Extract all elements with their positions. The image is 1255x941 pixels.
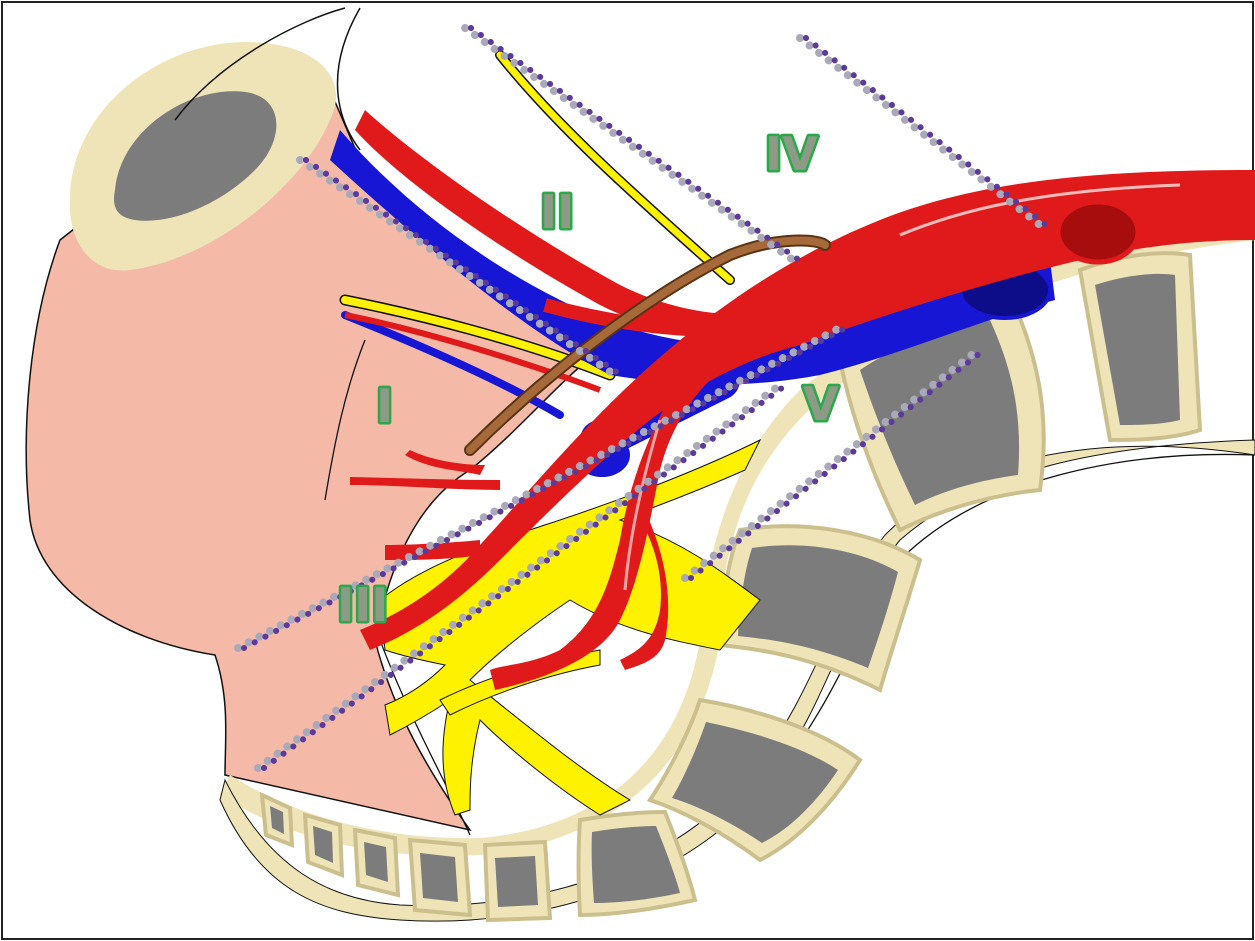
vertebra-7-core — [420, 853, 458, 902]
label-zone-3: III — [337, 578, 388, 632]
label-zone-1: I — [376, 379, 393, 433]
artery-main-lumen — [1058, 202, 1138, 262]
label-zone-2: II — [540, 185, 574, 239]
label-zone-5: V — [803, 377, 839, 431]
vertebra-6-core — [495, 856, 538, 907]
label-zone-4: IV — [765, 127, 818, 181]
